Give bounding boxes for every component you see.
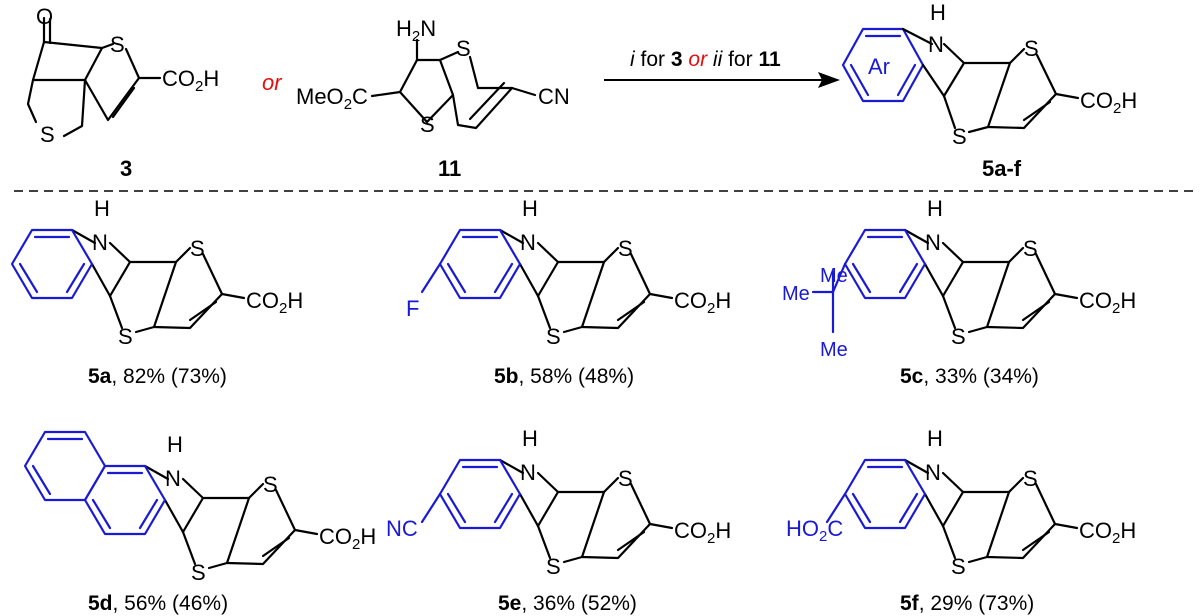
reaction-arrow (604, 72, 840, 88)
reagent-3-structure (26, 16, 162, 138)
acid-group: CO2H (1080, 88, 1137, 117)
product-5d-structure (23, 430, 378, 587)
sulfur-atom: S (40, 122, 55, 147)
methyl-3: Me (820, 339, 848, 361)
product-5d-caption: 5d, 56% (46%) (88, 592, 228, 615)
sulfur-atom: S (110, 32, 125, 57)
product-5f-structure (825, 424, 1138, 581)
indole-h: H (930, 0, 946, 25)
sulfur-atom: S (952, 124, 967, 149)
product-5e-caption: 5e, 36% (52%) (498, 592, 637, 615)
condition-ii: ii (713, 48, 724, 71)
fluoro-substituent: F (406, 296, 419, 321)
reagent-3-label: 3 (120, 156, 132, 181)
carboxy-substituent: HO2C (786, 516, 843, 545)
sulfur-atom: S (420, 112, 435, 137)
reagent-11-label: 11 (438, 156, 461, 181)
methyl-2: Me (782, 283, 810, 305)
amino-group: H2N (396, 16, 436, 45)
nitrile-group: CN (538, 84, 570, 109)
product-5a-caption: 5a, 82% (73%) (88, 365, 227, 388)
reaction-conditions: i for 3 or ii for 11 (630, 48, 781, 71)
condition-i: i (630, 48, 636, 71)
oxo-atom: O (36, 4, 53, 29)
nitrile-substituent: NC (386, 516, 418, 541)
product-5b-structure (420, 194, 733, 351)
ester-group: MeO2C (296, 84, 368, 113)
product-5c-structure (811, 194, 1138, 351)
product-5a-structure (10, 194, 305, 351)
sulfur-atom: S (456, 36, 471, 61)
product-5c-caption: 5c, 33% (34%) (900, 365, 1039, 388)
methyl-1: Me (820, 265, 848, 287)
acid-group: CO2H (162, 66, 219, 95)
product-5f-caption: 5f, 29% (73%) (900, 592, 1034, 615)
product-5a-f-structure (841, 27, 1080, 134)
sulfur-atom: S (1024, 36, 1039, 61)
or-connector: or (688, 48, 708, 71)
reagent-11-structure (370, 38, 537, 130)
product-5a-f-label: 5a-f (982, 156, 1022, 181)
or-connector: or (262, 70, 283, 95)
aryl-ring-label: Ar (868, 54, 890, 79)
indole-nitrogen: N (928, 32, 944, 57)
product-5e-structure (420, 424, 733, 581)
product-5b-caption: 5b, 58% (48%) (494, 365, 634, 388)
